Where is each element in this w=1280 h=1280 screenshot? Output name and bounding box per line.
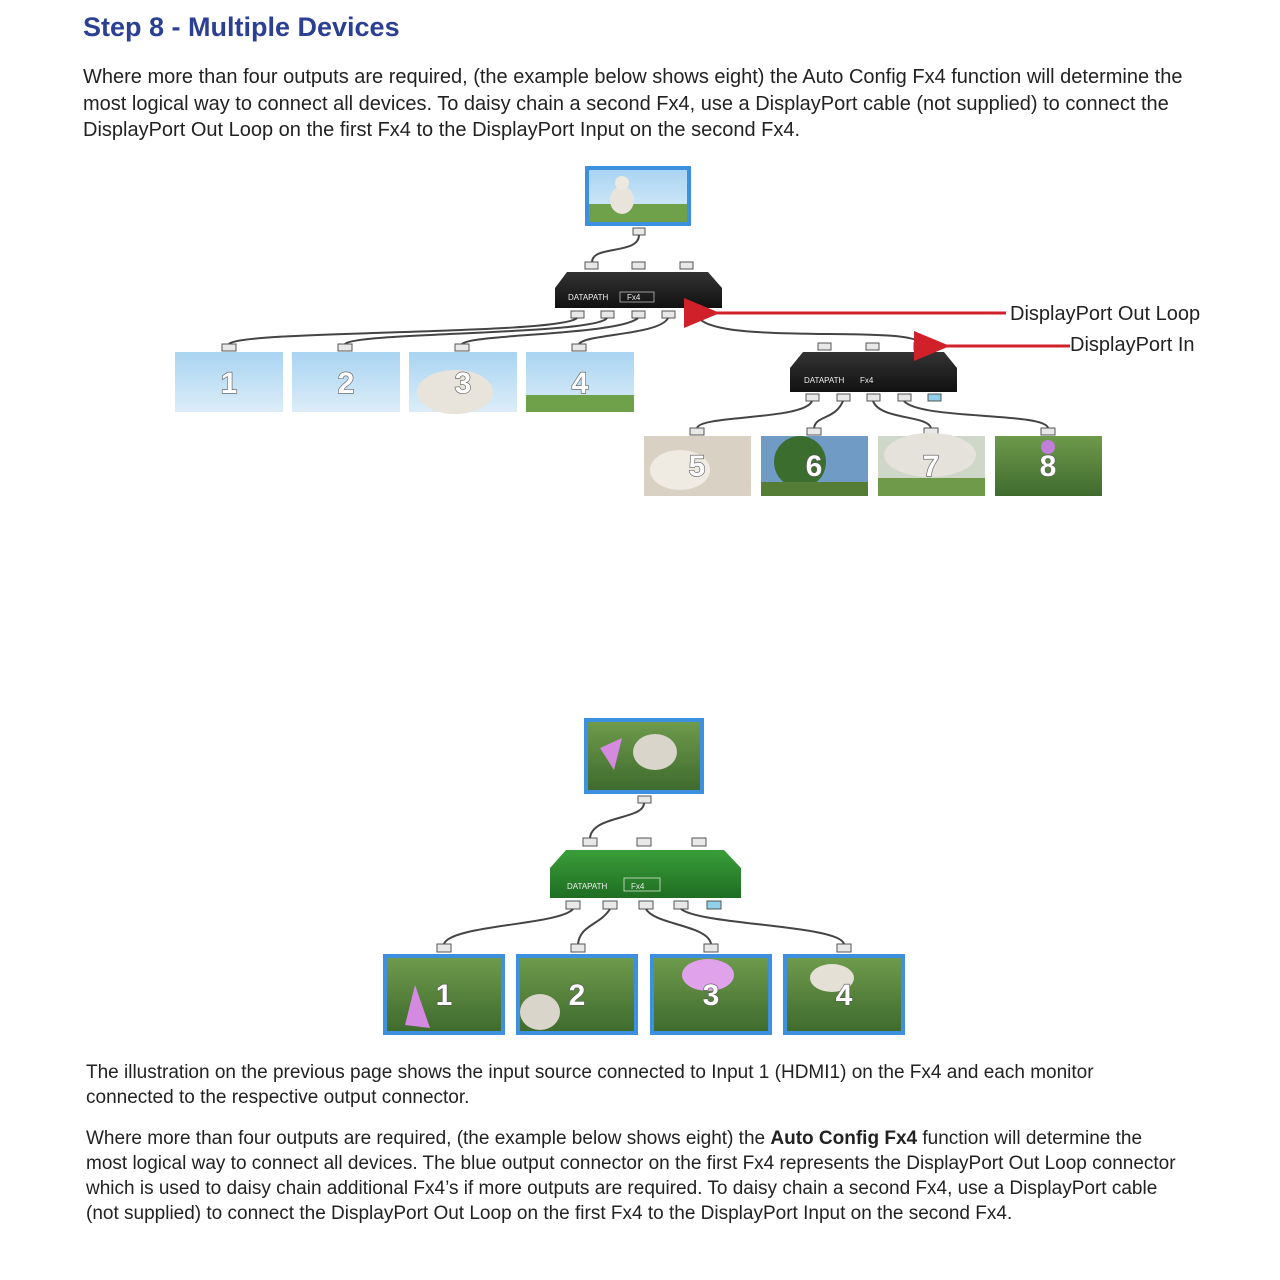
monitor-b1: 1 <box>383 954 505 1035</box>
svg-text:7: 7 <box>923 450 940 483</box>
monitor-3: 3 <box>409 352 517 414</box>
svg-text:2: 2 <box>338 367 355 400</box>
device-green-model: Fx4 <box>631 882 645 891</box>
device-2-model: Fx4 <box>860 376 874 385</box>
device-1-model: Fx4 <box>627 293 641 302</box>
svg-text:1: 1 <box>221 367 238 400</box>
monitor-6: 6 <box>761 436 868 496</box>
monitor-b4: 4 <box>783 954 905 1035</box>
para2-bold-term: Auto Config Fx4 <box>770 1128 917 1149</box>
device-1-brand: DATAPATH <box>568 293 609 302</box>
device-2-brand: DATAPATH <box>804 376 845 385</box>
source-connector <box>633 228 645 235</box>
port-in-callout: DisplayPort In <box>1070 334 1195 356</box>
svg-text:6: 6 <box>806 450 823 483</box>
svg-text:3: 3 <box>703 979 720 1012</box>
monitor-1: 1 <box>175 352 283 412</box>
device-green-brand: DATAPATH <box>567 882 608 891</box>
daisy-chain-cable <box>699 318 920 343</box>
top-diagram: DATAPATH Fx4 1 2 <box>175 166 1200 496</box>
displayport-out-loop-connector <box>693 311 706 318</box>
svg-text:1: 1 <box>436 979 453 1012</box>
monitor-b3: 3 <box>650 954 772 1035</box>
monitor-b2: 2 <box>516 954 638 1035</box>
fx4-device-2: DATAPATH Fx4 <box>790 352 957 392</box>
monitor-5: 5 <box>644 436 751 496</box>
body-paragraph-2: Where more than four outputs are require… <box>86 1126 1176 1226</box>
svg-text:2: 2 <box>569 979 586 1012</box>
source-screen-bottom <box>584 718 704 794</box>
fx4-device-green: DATAPATH Fx4 <box>550 850 741 898</box>
monitor-8: 8 <box>995 436 1102 496</box>
bottom-diagram: DATAPATH Fx4 1 2 <box>383 718 905 1035</box>
monitor-4: 4 <box>526 352 634 412</box>
svg-text:8: 8 <box>1040 450 1057 483</box>
svg-text:4: 4 <box>836 979 853 1012</box>
monitor-7: 7 <box>878 433 985 496</box>
svg-text:3: 3 <box>455 367 472 400</box>
svg-text:5: 5 <box>689 450 706 483</box>
body-paragraph-1: The illustration on the previous page sh… <box>86 1060 1166 1110</box>
fx4-device-1: DATAPATH Fx4 <box>555 272 722 308</box>
source-screen-top <box>585 166 691 226</box>
para2-text-before: Where more than four outputs are require… <box>86 1128 770 1149</box>
monitor-2: 2 <box>292 352 400 412</box>
out-loop-callout: DisplayPort Out Loop <box>1010 303 1200 325</box>
input-cable <box>592 235 639 262</box>
displayport-in-connector <box>914 343 927 350</box>
svg-text:4: 4 <box>572 367 589 400</box>
